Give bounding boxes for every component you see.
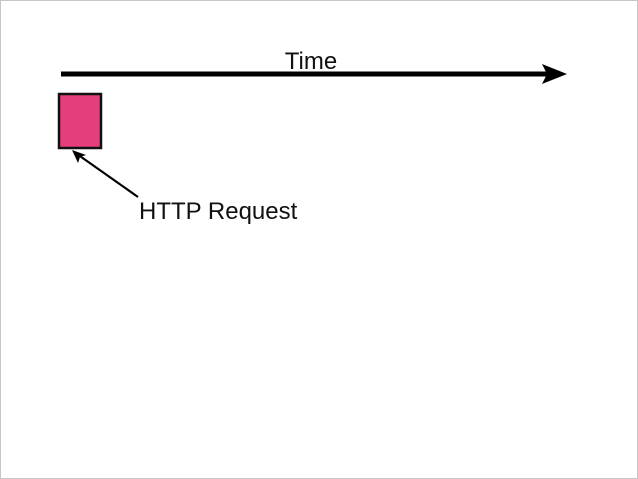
http-request-leader-arrowhead-icon	[72, 150, 86, 163]
http-request-leader-line	[76, 153, 139, 198]
time-axis-label: Time	[285, 48, 337, 75]
time-axis-arrowhead-icon	[542, 64, 567, 84]
http-request-block	[57, 92, 103, 150]
http-request-label: HTTP Request	[139, 198, 298, 225]
